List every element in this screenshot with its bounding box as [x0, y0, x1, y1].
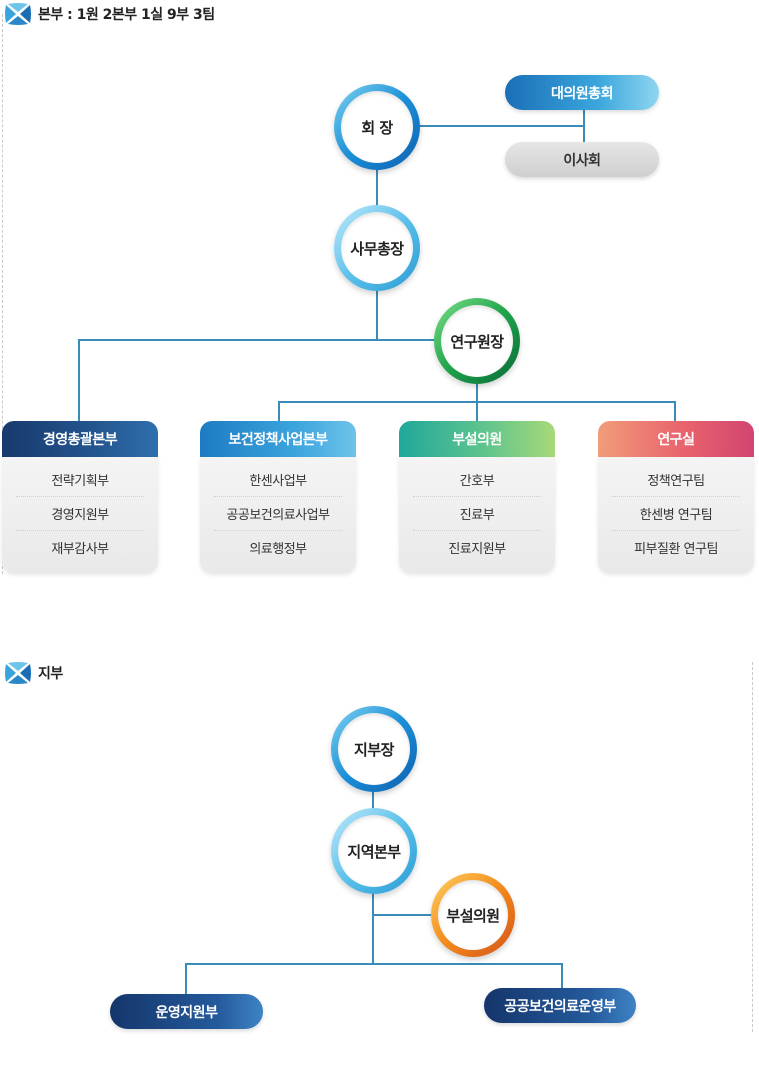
branch-head-label: 지부장 — [338, 713, 410, 785]
left-dashed-border — [2, 14, 3, 574]
public-health-label: 공공보건의료운영부 — [504, 998, 616, 1015]
board-box: 이사회 — [505, 142, 659, 177]
chairman-label: 회 장 — [341, 91, 413, 163]
institute-down-line — [476, 380, 478, 402]
general-assembly-label: 대의원총회 — [551, 85, 613, 102]
institute-director-label: 연구원장 — [441, 305, 513, 377]
dept-clinic-title: 부설의원 — [399, 421, 555, 457]
mgmt-branch-line — [78, 339, 436, 341]
head-to-regional-line — [372, 786, 374, 816]
secretary-general-label: 사무총장 — [341, 212, 413, 284]
secretary-down-line — [376, 282, 378, 340]
branch-clinic-node: 부설의원 — [431, 873, 515, 957]
dept-research-list: 정책연구팀 한센병 연구팀 피부질환 연구팀 — [598, 457, 754, 573]
public-health-box: 공공보건의료운영부 — [484, 988, 636, 1023]
dept-mgmt: 경영총괄본부 전략기획부 경영지원부 재부감사부 — [2, 421, 158, 573]
regional-hq-label: 지역본부 — [338, 815, 410, 887]
regional-hq-node: 지역본부 — [331, 808, 417, 894]
list-item: 의료행정부 — [249, 542, 307, 557]
general-assembly-box: 대의원총회 — [505, 75, 659, 110]
list-item: 한센사업부 — [214, 463, 342, 497]
list-item: 한센병 연구팀 — [612, 497, 740, 531]
list-item: 공공보건의료사업부 — [214, 497, 342, 531]
mgmt-drop-line — [78, 339, 80, 421]
list-item: 진료부 — [413, 497, 541, 531]
clinic-drop-line — [476, 401, 478, 421]
list-item: 전략기획부 — [16, 463, 144, 497]
hq-section-title: 본부 : 1원 2본부 1실 9부 3팀 — [38, 7, 215, 23]
chairman-node: 회 장 — [334, 84, 420, 170]
list-item: 경영지원부 — [16, 497, 144, 531]
secretary-general-node: 사무총장 — [334, 205, 420, 291]
branch-section-title: 지부 — [38, 666, 63, 682]
board-label: 이사회 — [563, 152, 601, 169]
list-item: 재부감사부 — [51, 542, 109, 557]
branch-split-line — [185, 963, 562, 965]
policy-drop-line — [278, 401, 280, 421]
dept-policy: 보건정책사업본부 한센사업부 공공보건의료사업부 의료행정부 — [200, 421, 356, 573]
ops-support-box: 운영지원부 — [110, 994, 263, 1029]
dept-research: 연구실 정책연구팀 한센병 연구팀 피부질환 연구팀 — [598, 421, 754, 573]
dept-research-title: 연구실 — [598, 421, 754, 457]
right-dashed-border — [752, 662, 753, 1032]
cross-logo-icon — [5, 3, 31, 25]
list-item: 정책연구팀 — [612, 463, 740, 497]
hq-section-header: 본부 : 1원 2본부 1실 9부 3팀 — [4, 3, 215, 25]
dept-clinic-list: 간호부 진료부 진료지원부 — [399, 457, 555, 573]
ops-support-label: 운영지원부 — [155, 1004, 218, 1021]
branch-clinic-label: 부설의원 — [438, 880, 508, 950]
chairman-to-secretary-line — [376, 168, 378, 208]
ops-drop-line — [185, 963, 187, 995]
chairman-to-assembly-line — [418, 125, 584, 127]
branch-head-node: 지부장 — [331, 706, 417, 792]
cross-logo-icon — [5, 662, 31, 684]
dept-clinic: 부설의원 간호부 진료부 진료지원부 — [399, 421, 555, 573]
regional-down-line — [372, 888, 374, 964]
research-drop-line — [674, 401, 676, 421]
regional-to-clinic-line — [372, 914, 436, 916]
list-item: 피부질환 연구팀 — [634, 542, 718, 557]
assembly-to-board-line — [583, 110, 585, 144]
list-item: 간호부 — [413, 463, 541, 497]
dept-mgmt-title: 경영총괄본부 — [2, 421, 158, 457]
dept-policy-title: 보건정책사업본부 — [200, 421, 356, 457]
dept-mgmt-list: 전략기획부 경영지원부 재부감사부 — [2, 457, 158, 573]
public-drop-line — [561, 963, 563, 989]
list-item: 진료지원부 — [448, 542, 506, 557]
dept-policy-list: 한센사업부 공공보건의료사업부 의료행정부 — [200, 457, 356, 573]
institute-director-node: 연구원장 — [434, 298, 520, 384]
branch-section-header: 지부 — [4, 662, 63, 684]
